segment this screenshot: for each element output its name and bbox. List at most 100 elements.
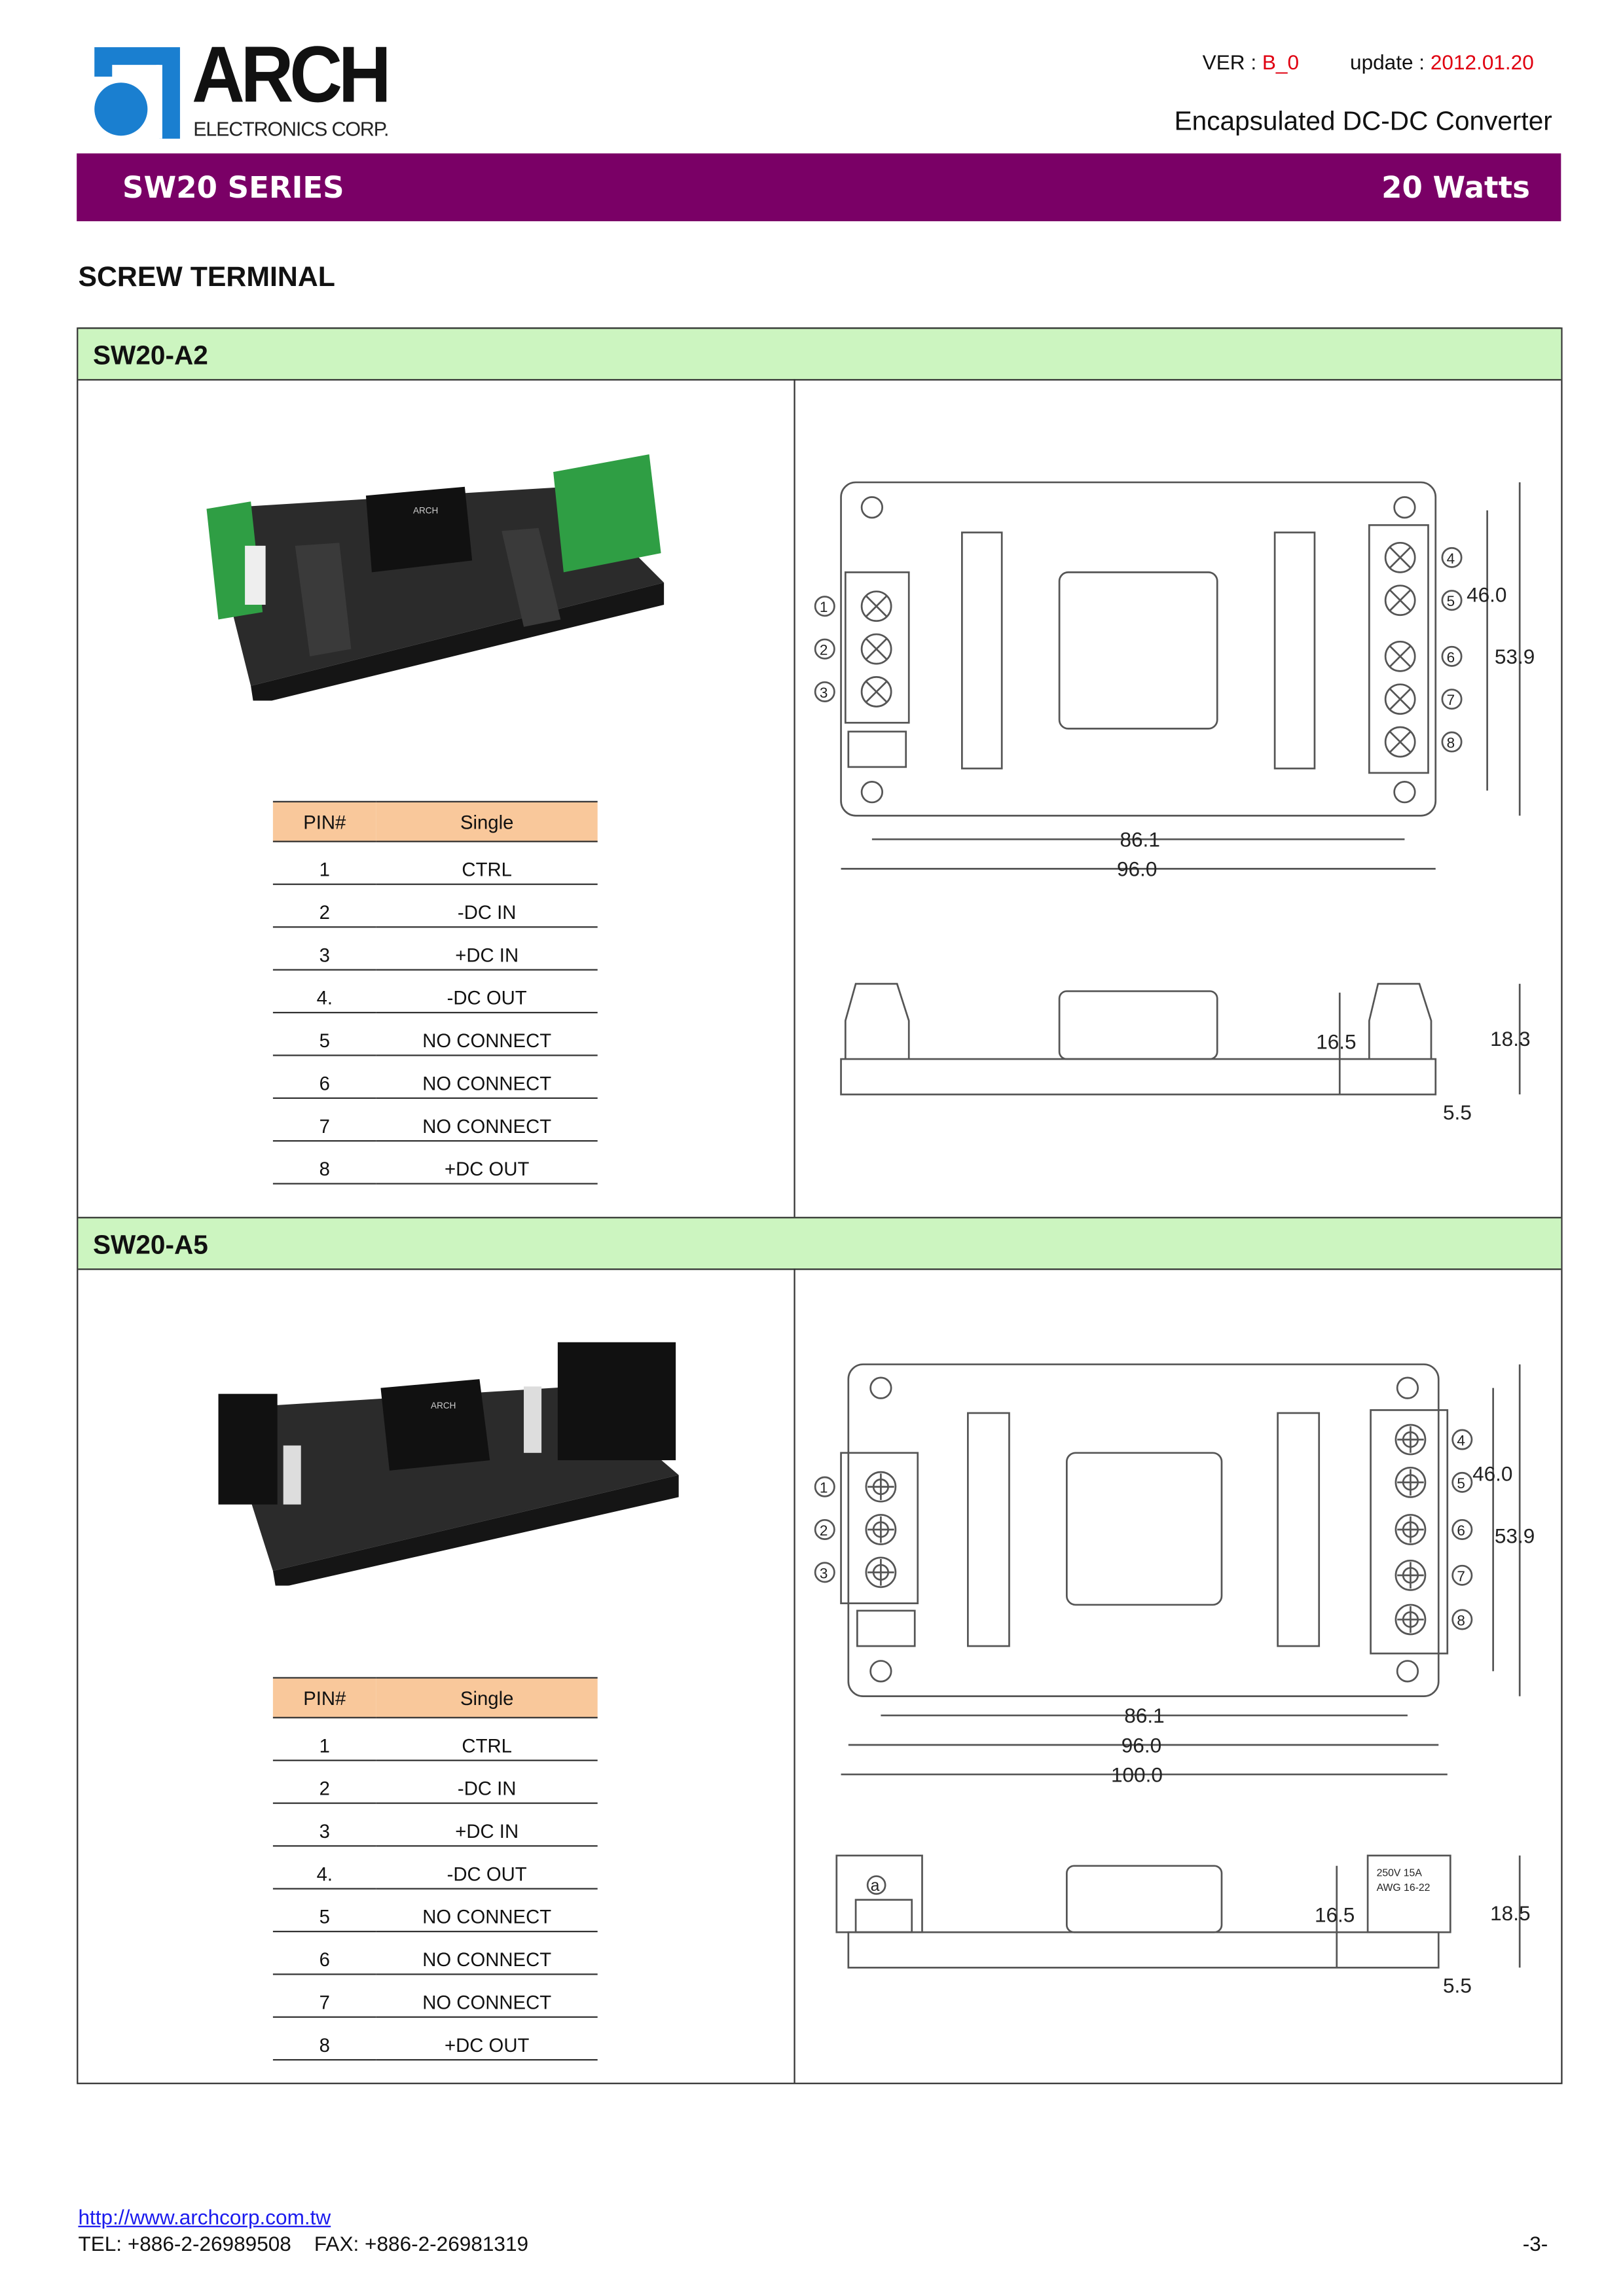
terminal-screw-icon — [1395, 1466, 1427, 1498]
terminal-side — [1366, 1854, 1451, 1933]
pin-label: 7 — [1441, 689, 1463, 710]
pin-number: 2 — [272, 884, 376, 928]
pin-label-number: 5 — [1447, 593, 1455, 609]
pin-label: 8 — [1441, 731, 1463, 753]
terminal-screw-icon — [865, 1514, 897, 1545]
output-terminal-block — [1370, 1409, 1449, 1655]
pin-function: -DC OUT — [376, 969, 598, 1014]
terminal-screw-icon — [860, 633, 892, 665]
pin-function: NO CONNECT — [376, 1888, 598, 1933]
pin-label-number: 1 — [820, 1480, 828, 1496]
pin-function: +DC OUT — [376, 1141, 598, 1185]
pin-number: 4. — [272, 1846, 376, 1890]
pin-row: 4.-DC OUT — [272, 1846, 598, 1890]
drawing-a2: 86.1 96.0 46.0 53.9 16.5 18.3 5.5 123456… — [814, 481, 1535, 1124]
terminal-awg: AWG 16-22 — [1377, 1882, 1431, 1893]
pin-label-number: 8 — [1457, 1612, 1465, 1628]
svg-text:ARCH: ARCH — [431, 1401, 456, 1410]
pin-row: 4.-DC OUT — [272, 969, 598, 1014]
page-number: -3- — [1522, 2231, 1548, 2255]
product-photo-a5: ARCH — [218, 1342, 679, 1586]
dim-height: 18.5 — [1490, 1901, 1530, 1925]
update-date: update : 2012.01.20 — [1350, 50, 1534, 74]
pin-label-number: 7 — [1457, 1568, 1465, 1585]
terminal-screw-icon — [1384, 584, 1416, 617]
dim-height: 18.3 — [1490, 1027, 1530, 1050]
model-header-a5: SW20-A5 — [78, 1217, 1561, 1270]
logo-subtitle: ELECTRONICS CORP. — [193, 118, 389, 141]
series-watts: 20 Watts — [1381, 170, 1530, 206]
pin-number: 3 — [272, 927, 376, 971]
version-label: VER : — [1202, 50, 1262, 74]
pin-function: CTRL — [376, 1717, 598, 1761]
column-divider — [793, 379, 795, 1219]
col-pin: PIN# — [272, 1677, 376, 1719]
terminal-screw-icon — [1384, 541, 1416, 573]
pin-row: 8+DC OUT — [272, 1141, 598, 1185]
pin-number: 7 — [272, 1974, 376, 2018]
pin-label: 2 — [814, 1518, 835, 1540]
terminal-screw-icon — [865, 1556, 897, 1588]
pin-label-number: 4 — [1457, 1433, 1465, 1449]
pin-label-number: 6 — [1447, 649, 1455, 666]
pin-function: -DC OUT — [376, 1846, 598, 1890]
terminal-screw-icon — [1395, 1604, 1427, 1636]
pin-number: 8 — [272, 2017, 376, 2061]
terminal-screw-icon — [1395, 1514, 1427, 1545]
model-name: SW20-A2 — [92, 340, 208, 370]
pin-function: NO CONNECT — [376, 1013, 598, 1056]
pin-label: 6 — [1441, 645, 1463, 667]
dim-100-0: 100.0 — [1111, 1763, 1163, 1786]
dim-53-9: 53.9 — [1495, 1524, 1535, 1547]
version-value: B_0 — [1262, 50, 1300, 74]
contact-info: TEL: +886-2-26989508 FAX: +886-2-2698131… — [78, 2231, 529, 2255]
pin-function: +DC IN — [376, 1803, 598, 1847]
dim-46-0: 46.0 — [1467, 583, 1506, 606]
pin-function: +DC IN — [376, 927, 598, 971]
models-table: SW20-A2 SW20-A5 — [77, 327, 1563, 2085]
dim-96-0: 96.0 — [1122, 1733, 1161, 1757]
pin-label-number: 1 — [820, 599, 828, 615]
product-subtitle: Encapsulated DC-DC Converter — [1174, 106, 1552, 136]
dim-86-1: 86.1 — [1124, 1704, 1164, 1727]
website-link[interactable]: http://www.archcorp.com.tw — [78, 2205, 331, 2229]
pin-function: CTRL — [376, 841, 598, 886]
drawing-a5: 86.1 96.0 100.0 46.0 53.9 16.5 18.5 5.5 … — [814, 1363, 1535, 1998]
pin-function: -DC IN — [376, 884, 598, 928]
pin-number: 1 — [272, 1717, 376, 1761]
pin-number: 8 — [272, 1141, 376, 1185]
terminal-rating: 250V 15A — [1377, 1868, 1423, 1879]
board-outline — [847, 1363, 1440, 1697]
product-photo-a2: ARCH — [206, 454, 665, 701]
dim-96-0: 96.0 — [1117, 857, 1157, 881]
dim-5-5: 5.5 — [1443, 1974, 1472, 1998]
pin-function: +DC OUT — [376, 2017, 598, 2061]
terminal-screw-icon — [860, 676, 892, 708]
col-single: Single — [376, 1677, 598, 1719]
input-terminal-block — [840, 1452, 919, 1605]
pin-label: 4 — [1451, 1429, 1473, 1450]
pin-row: 8+DC OUT — [272, 2017, 598, 2061]
dim-16-5: 16.5 — [1316, 1030, 1356, 1053]
series-banner: SW20 SERIES 20 Watts — [77, 153, 1561, 222]
pin-label-number: 3 — [820, 685, 828, 701]
pin-label: 8 — [1451, 1609, 1473, 1630]
pin-number: 7 — [272, 1098, 376, 1142]
converter-module — [1066, 1452, 1223, 1606]
pin-label: 1 — [814, 1476, 835, 1498]
pin-number: 5 — [272, 1888, 376, 1933]
arch-logo-icon — [94, 47, 180, 139]
model-name: SW20-A5 — [92, 1230, 208, 1260]
terminal-screw-icon — [1384, 640, 1416, 672]
col-pin: PIN# — [272, 800, 376, 842]
pin-label-number: 2 — [820, 642, 828, 658]
converter-module — [1058, 571, 1218, 730]
terminal-screw-icon — [1384, 726, 1416, 758]
version: VER : B_0 — [1203, 50, 1299, 74]
pin-function: NO CONNECT — [376, 1974, 598, 2018]
pin-label: 1 — [814, 596, 835, 617]
